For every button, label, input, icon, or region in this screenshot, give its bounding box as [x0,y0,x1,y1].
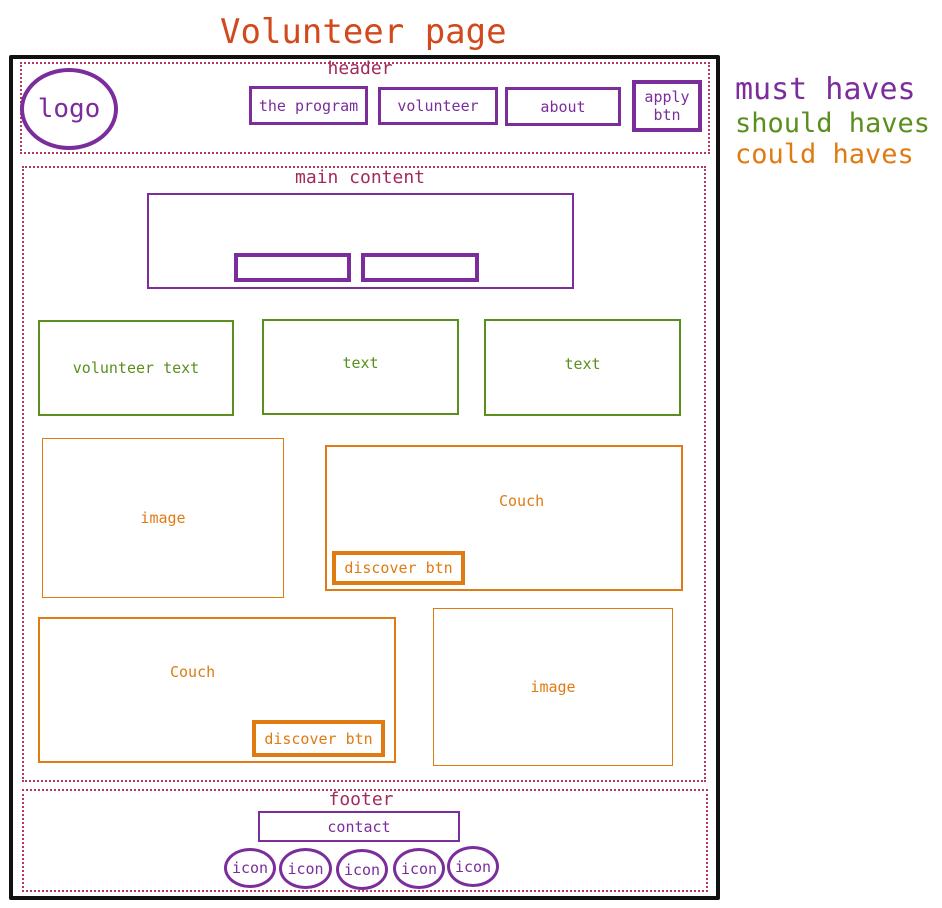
social-icon-5[interactable]: icon [447,846,499,887]
main-content-section [22,166,706,782]
page-frame [9,55,720,900]
main-content-label: main content [294,167,426,188]
nav-volunteer-label: volunteer [397,97,479,115]
couch-card-2: Couch discover btn [38,617,396,763]
legend-must-haves: must haves [735,72,916,107]
apply-button-label: apply btn [644,88,690,124]
nav-about[interactable]: about [505,87,621,126]
social-icon-3[interactable]: icon [336,849,388,890]
couch-card-1-label: Couch [499,492,545,510]
hero-button-2[interactable] [361,253,479,282]
footer-label: footer [328,789,394,810]
discover-button-2[interactable]: discover btn [252,720,385,757]
logo-label: logo [37,94,101,124]
volunteer-text-label: volunteer text [72,359,200,377]
text-box-3-label: text [564,354,601,373]
discover-button-1-label: discover btn [344,559,453,577]
nav-volunteer[interactable]: volunteer [378,87,498,125]
social-icon-1-label: icon [231,859,269,877]
hero-button-1[interactable] [234,253,351,282]
logo[interactable]: logo [20,68,118,150]
volunteer-text-box: volunteer text [38,320,234,416]
header-label: header [327,58,393,79]
contact-link-label: contact [327,817,391,836]
social-icon-5-label: icon [454,857,492,876]
social-icon-1[interactable]: icon [224,848,276,888]
discover-button-1[interactable]: discover btn [332,551,465,585]
text-box-3: text [484,319,681,416]
text-box-2-label: text [342,354,379,372]
text-box-2: text [262,319,459,415]
couch-card-2-label: Couch [170,663,216,681]
apply-button[interactable]: apply btn [632,80,702,132]
couch-card-1: Couch discover btn [325,445,683,591]
nav-about-label: about [540,97,586,116]
social-icon-4-label: icon [400,859,438,878]
nav-the-program-label: the program [258,96,359,115]
contact-link[interactable]: contact [258,811,460,842]
social-icon-2-label: icon [287,859,324,878]
legend-should-haves: should haves [735,108,931,139]
social-icon-2[interactable]: icon [279,848,332,889]
discover-button-2-label: discover btn [264,729,373,748]
image-placeholder-2-label: image [530,678,576,696]
image-placeholder-2: image [433,608,673,766]
footer-section [22,789,708,892]
hero-block [147,193,574,289]
social-icon-3-label: icon [343,860,381,879]
page-title: Volunteer page [220,12,507,52]
image-placeholder-1-label: image [140,509,186,527]
nav-the-program[interactable]: the program [249,86,368,125]
social-icon-4[interactable]: icon [393,848,445,889]
image-placeholder-1: image [42,438,284,598]
legend-could-haves: could haves [735,139,914,170]
